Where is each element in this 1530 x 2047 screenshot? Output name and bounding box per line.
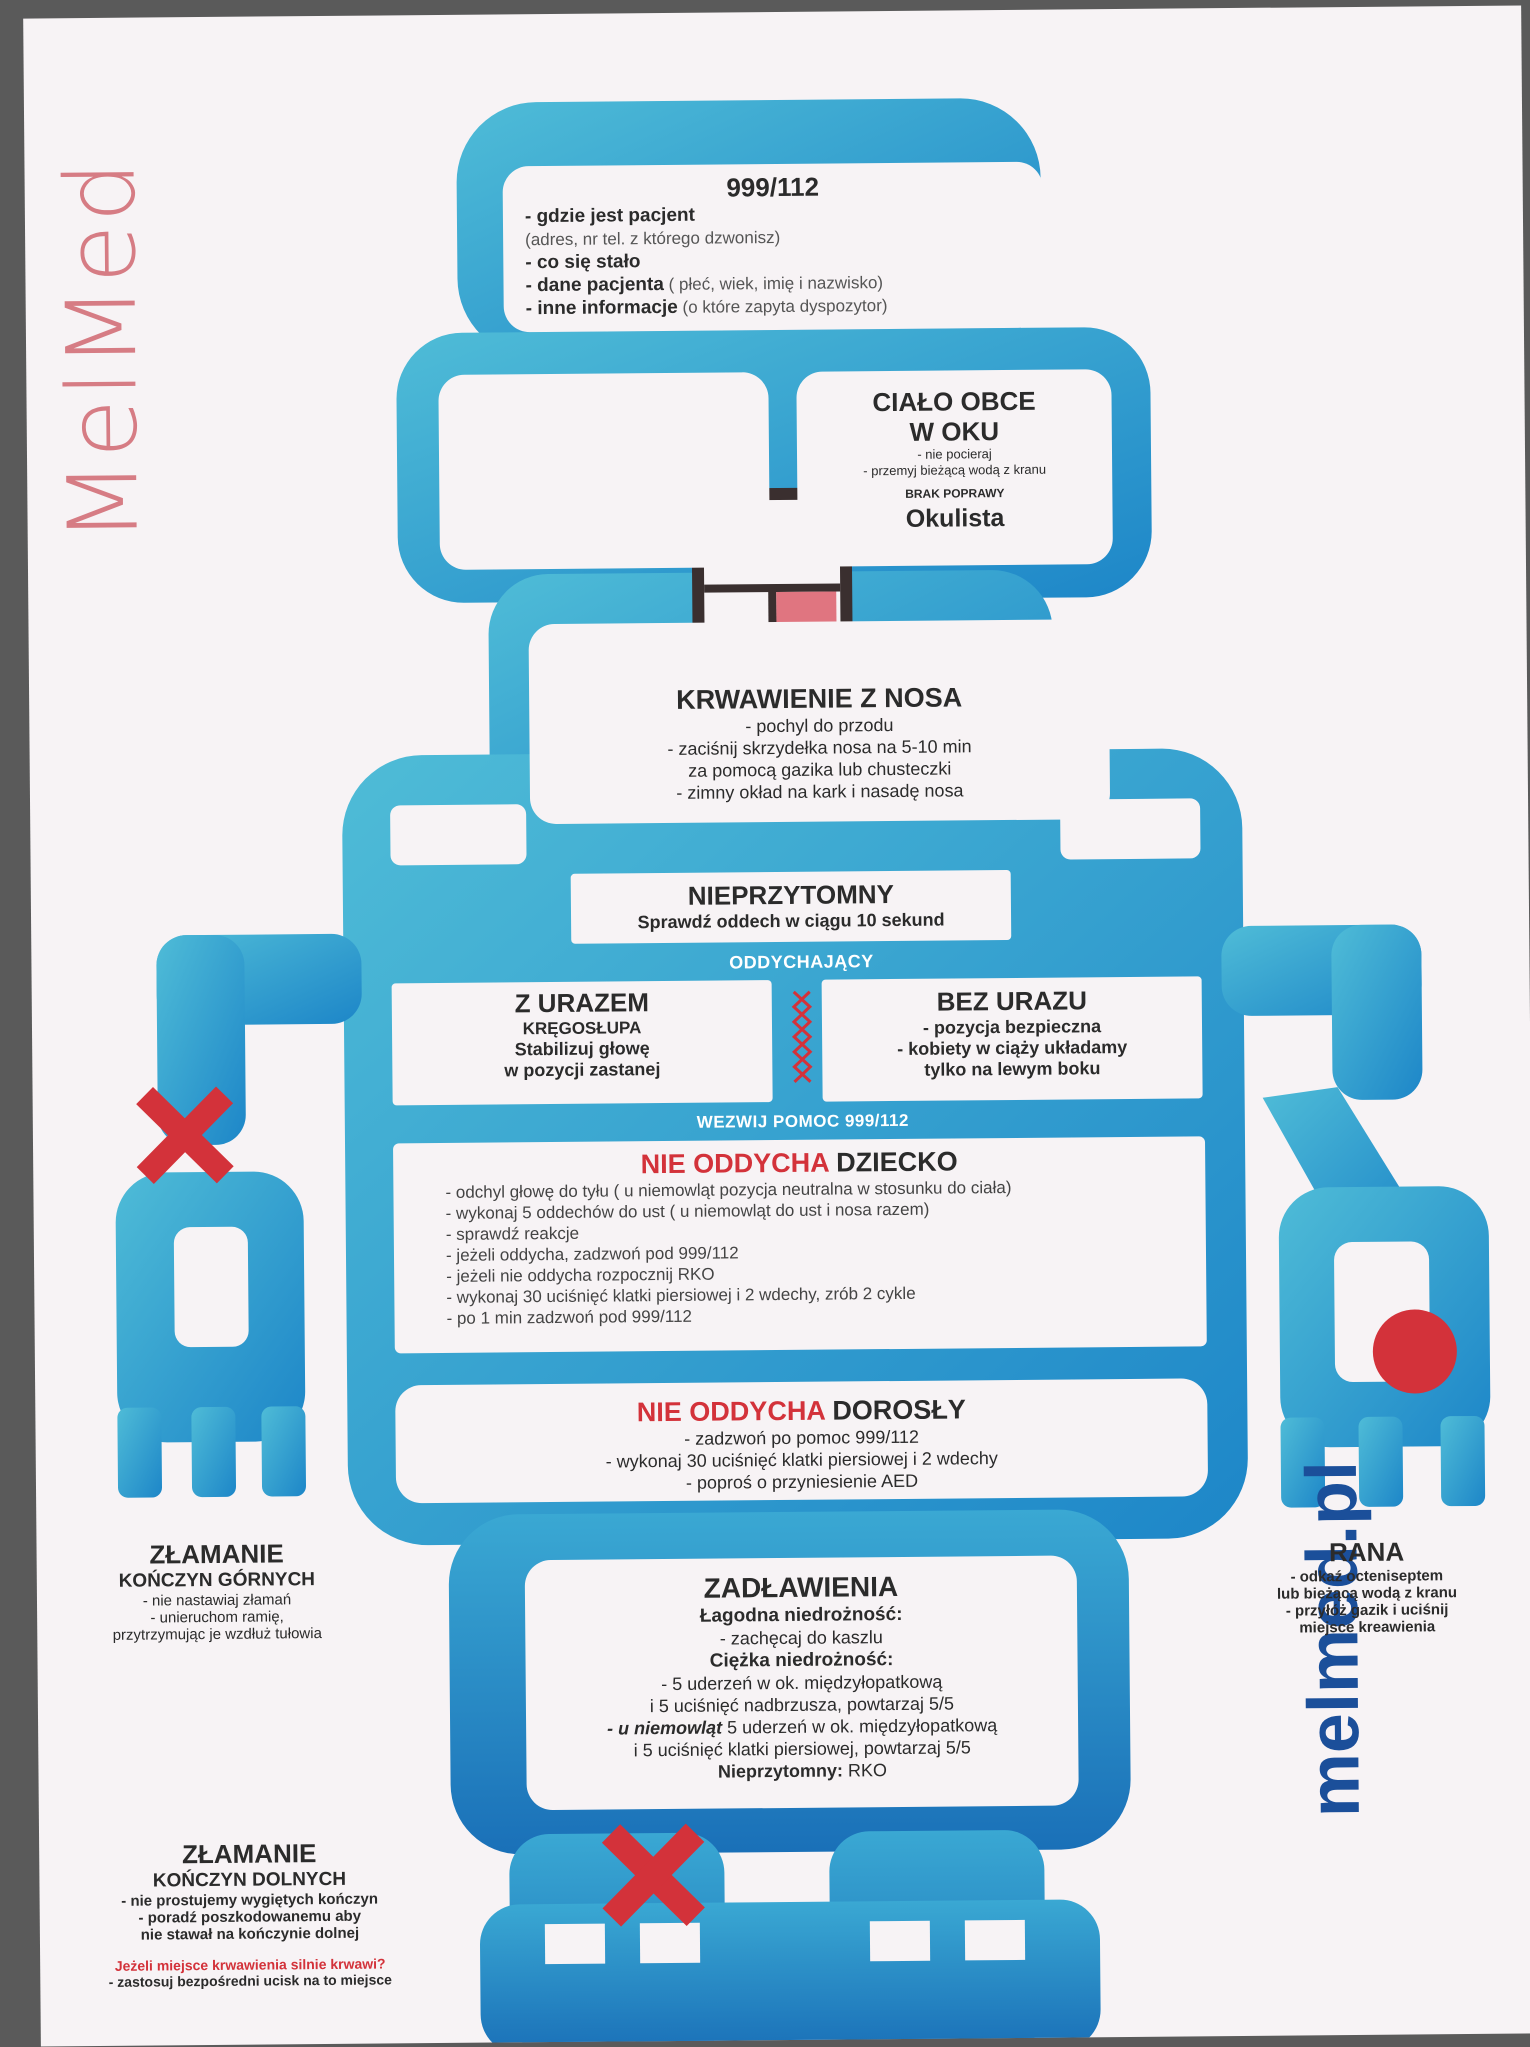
face-left-panel [438,372,770,570]
adult-panel: NIE ODDYCHA DOROSŁY - zadzwoń po pomoc 9… [395,1378,1209,1504]
lower-fracture-line-3: nie stawał na kończynie dolnej [140,1924,360,1944]
child-lines: - odchyl głowę do tyłu ( u niemowląt poz… [393,1175,1206,1329]
nose-title: KRWAWIENIE Z NOSA [676,682,963,715]
with-injury-panel: Z URAZEM KRĘGOSŁUPA Stabilizuj głowę w p… [391,980,773,1106]
flyer: MelMed melmed.pl 999/112 - gdzie jest pa… [23,5,1530,2047]
child-panel: NIE ODDYCHA DZIECKO - odchyl głowę do ty… [393,1136,1207,1354]
wound-title: RANA [1328,1536,1405,1568]
wound-line-4: miejsce kreawienia [1299,1618,1436,1637]
without-injury-line-3: tylko na lewym boku [924,1058,1101,1080]
eye-doctor: Okulista [905,504,1005,533]
brand-logo: MelMed [44,159,160,544]
stitch-divider [791,990,813,1083]
lower-fracture-line-1: - nie prostujemy wygiętych kończyn [121,1890,379,1910]
eye-line-2: - przemyj bieżącą wodą z kranu [863,461,1047,479]
unconscious-panel: NIEPRZYTOMNY Sprawdź oddech w ciągu 10 s… [570,869,1012,944]
with-injury-title: Z URAZEM [514,987,650,1019]
wound-red-dot-icon [1372,1309,1457,1394]
lower-fracture-warning-line: - zastosuj bezpośredni ucisk na to miejs… [108,1971,392,1990]
robot-left-arm [115,933,362,1498]
nose-line-4: - zimny okład na kark i nasadę nosa [676,780,964,803]
eye-sub: BRAK POPRAWY [905,486,1005,501]
torso-right-frame [1060,798,1201,860]
upper-fracture-line-3: przytrzymując je wzdłuż tułowia [112,1625,322,1644]
choking-panel: ZADŁAWIENIA Łagodna niedrożność: - zachę… [524,1555,1079,1811]
call-item-5: - inne informacje (o które zapyta dyspoz… [525,296,888,320]
without-injury-title: BEZ URAZU [936,985,1088,1017]
unconscious-line: Sprawdź oddech w ciągu 10 sekund [637,909,945,933]
breathing-label: ODDYCHAJĄCY [729,951,874,973]
upper-fracture-sub: KOŃCZYN GÓRNYCH [118,1569,316,1592]
robot-legs [480,1830,1101,2047]
eye-title: CIAŁO OBCE W OKU [872,385,1036,447]
eye-panel: CIAŁO OBCE W OKU - nie pocieraj - przemy… [796,369,1113,567]
call-title: 999/112 [726,171,820,203]
lower-fracture-info: ZŁAMANIE KOŃCZYN DOLNYCH - nie prostujem… [89,1837,410,1990]
choking-title: ZADŁAWIENIA [703,1570,899,1604]
unconscious-title: NIEPRZYTOMNY [687,879,895,911]
call-panel: 999/112 - gdzie jest pacjent (adres, nr … [502,161,1044,333]
choking-unconscious: Nieprzytomny: RKO [717,1760,888,1782]
upper-fracture-title: ZŁAMANIE [149,1538,284,1570]
with-injury-line-2: w pozycji zastanej [504,1059,661,1081]
nose-panel: KRWAWIENIE Z NOSA - pochyl do przodu - z… [528,619,1111,825]
upper-fracture-info: ZŁAMANIE KOŃCZYN GÓRNYCH - nie nastawiaj… [66,1538,367,1645]
help-label: WEZWIJ POMOC 999/112 [696,1110,910,1132]
without-injury-panel: BEZ URAZU - pozycja bezpieczna - kobiety… [821,976,1203,1102]
red-x-leg-icon [601,1823,705,1927]
torso-left-frame [390,804,527,866]
wound-info: RANA - odkaź octeniseptem lub bieżącą wo… [1236,1536,1497,1637]
red-x-left-arm-icon [136,1086,234,1184]
lower-fracture-sub: KOŃCZYN DOLNYCH [152,1868,347,1892]
lower-fracture-title: ZŁAMANIE [181,1838,317,1870]
